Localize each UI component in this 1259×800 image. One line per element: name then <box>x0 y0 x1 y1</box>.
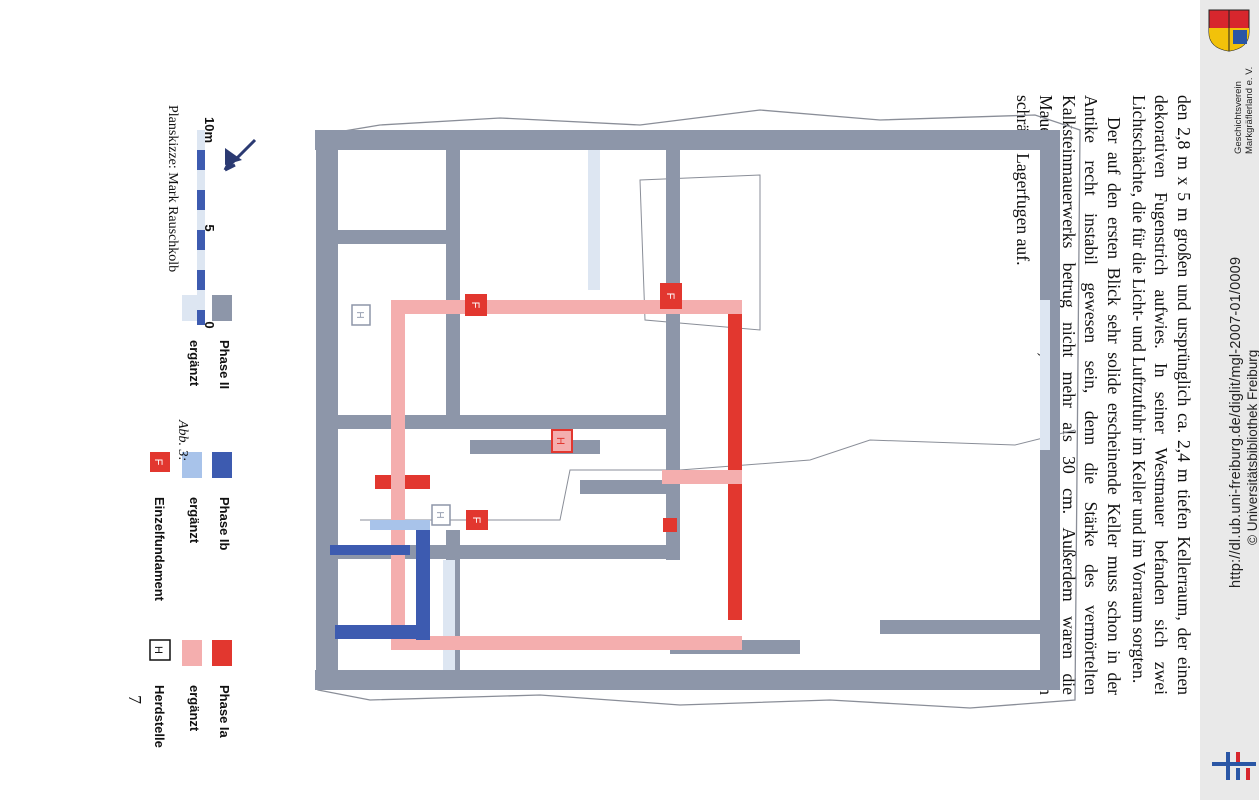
svg-text:H: H <box>434 511 445 518</box>
legend-label-phase-2-supplement: ergänzt <box>187 340 202 387</box>
svg-text:H: H <box>554 437 566 445</box>
phase-1b-walls <box>330 520 430 640</box>
foundation-markers: F F F <box>465 283 682 532</box>
scale-tick-0: 0 <box>202 321 217 328</box>
scale-tick-10: 10m <box>202 117 217 143</box>
legend-label-phase-1b-supplement: ergänzt <box>187 497 202 544</box>
inner-outline-b <box>360 429 1076 521</box>
phase-1b-supplement <box>370 520 430 530</box>
north-arrow-icon <box>223 138 257 172</box>
legend-swatch-phase-2 <box>212 295 232 321</box>
university-library-logo-icon <box>1212 752 1256 780</box>
svg-text:F: F <box>152 459 164 466</box>
document-page: den 2,8 m x 5 m großen und ursprünglich … <box>125 95 1194 748</box>
phase-1a-walls <box>375 300 742 620</box>
sidebar-strip <box>1200 0 1259 800</box>
site-outline <box>317 109 1081 709</box>
figure-caption-label: Abb. 3: <box>175 420 190 462</box>
verein-label-line2: Markgräflerland e. V. <box>1244 66 1255 154</box>
hearth-markers: H H H <box>351 304 573 526</box>
svg-text:H: H <box>354 311 365 318</box>
floor-plan: F F F H H H Phase Ia ergänzt Phase Ib er… <box>149 109 1081 748</box>
legend-swatch-phase-1a <box>212 640 232 666</box>
legend-label-phase-1a-supplement: ergänzt <box>187 685 202 732</box>
source-url-link[interactable]: http://dl.ub.uni-freiburg.de/diglit/mgl-… <box>1228 256 1244 588</box>
legend-swatch-phase-1b <box>212 452 232 478</box>
legend-label-phase-1b: Phase Ib <box>217 497 232 551</box>
crest-icon <box>1208 9 1250 52</box>
scale-tick-5: 5 <box>202 224 217 231</box>
svg-text:F: F <box>664 293 676 300</box>
legend-label-phase-1a: Phase Ia <box>217 685 232 739</box>
svg-text:H: H <box>152 646 164 654</box>
legend-swatch-phase-1b-supplement <box>182 452 202 478</box>
legend-label-hearth: Herdstelle <box>152 685 167 748</box>
phase-2-supplement <box>443 150 1050 670</box>
phase-2-walls <box>315 130 1060 690</box>
figure-credit: Planskizze: Mark Rauschkolb <box>165 105 180 273</box>
legend-label-foundation: Einzelfundament <box>152 497 167 602</box>
phase-1a-supplement <box>391 300 742 650</box>
legend-swatch-hearth <box>149 639 171 661</box>
plan-legend: Phase Ia ergänzt Phase Ib ergänzt Phase … <box>149 295 232 748</box>
page-number: 7 <box>125 695 145 704</box>
legend-swatch-foundation <box>150 452 170 472</box>
copyright-text: © Universitätsbibliothek Freiburg <box>1245 349 1259 545</box>
legend-label-phase-2: Phase II <box>217 340 232 389</box>
svg-text:F: F <box>470 517 482 524</box>
verein-label-line1: Geschichtsverein <box>1233 81 1244 154</box>
svg-text:F: F <box>469 302 481 309</box>
scale-bar: 0 5 10m <box>197 117 217 329</box>
legend-swatch-phase-1a-supplement <box>182 640 202 666</box>
